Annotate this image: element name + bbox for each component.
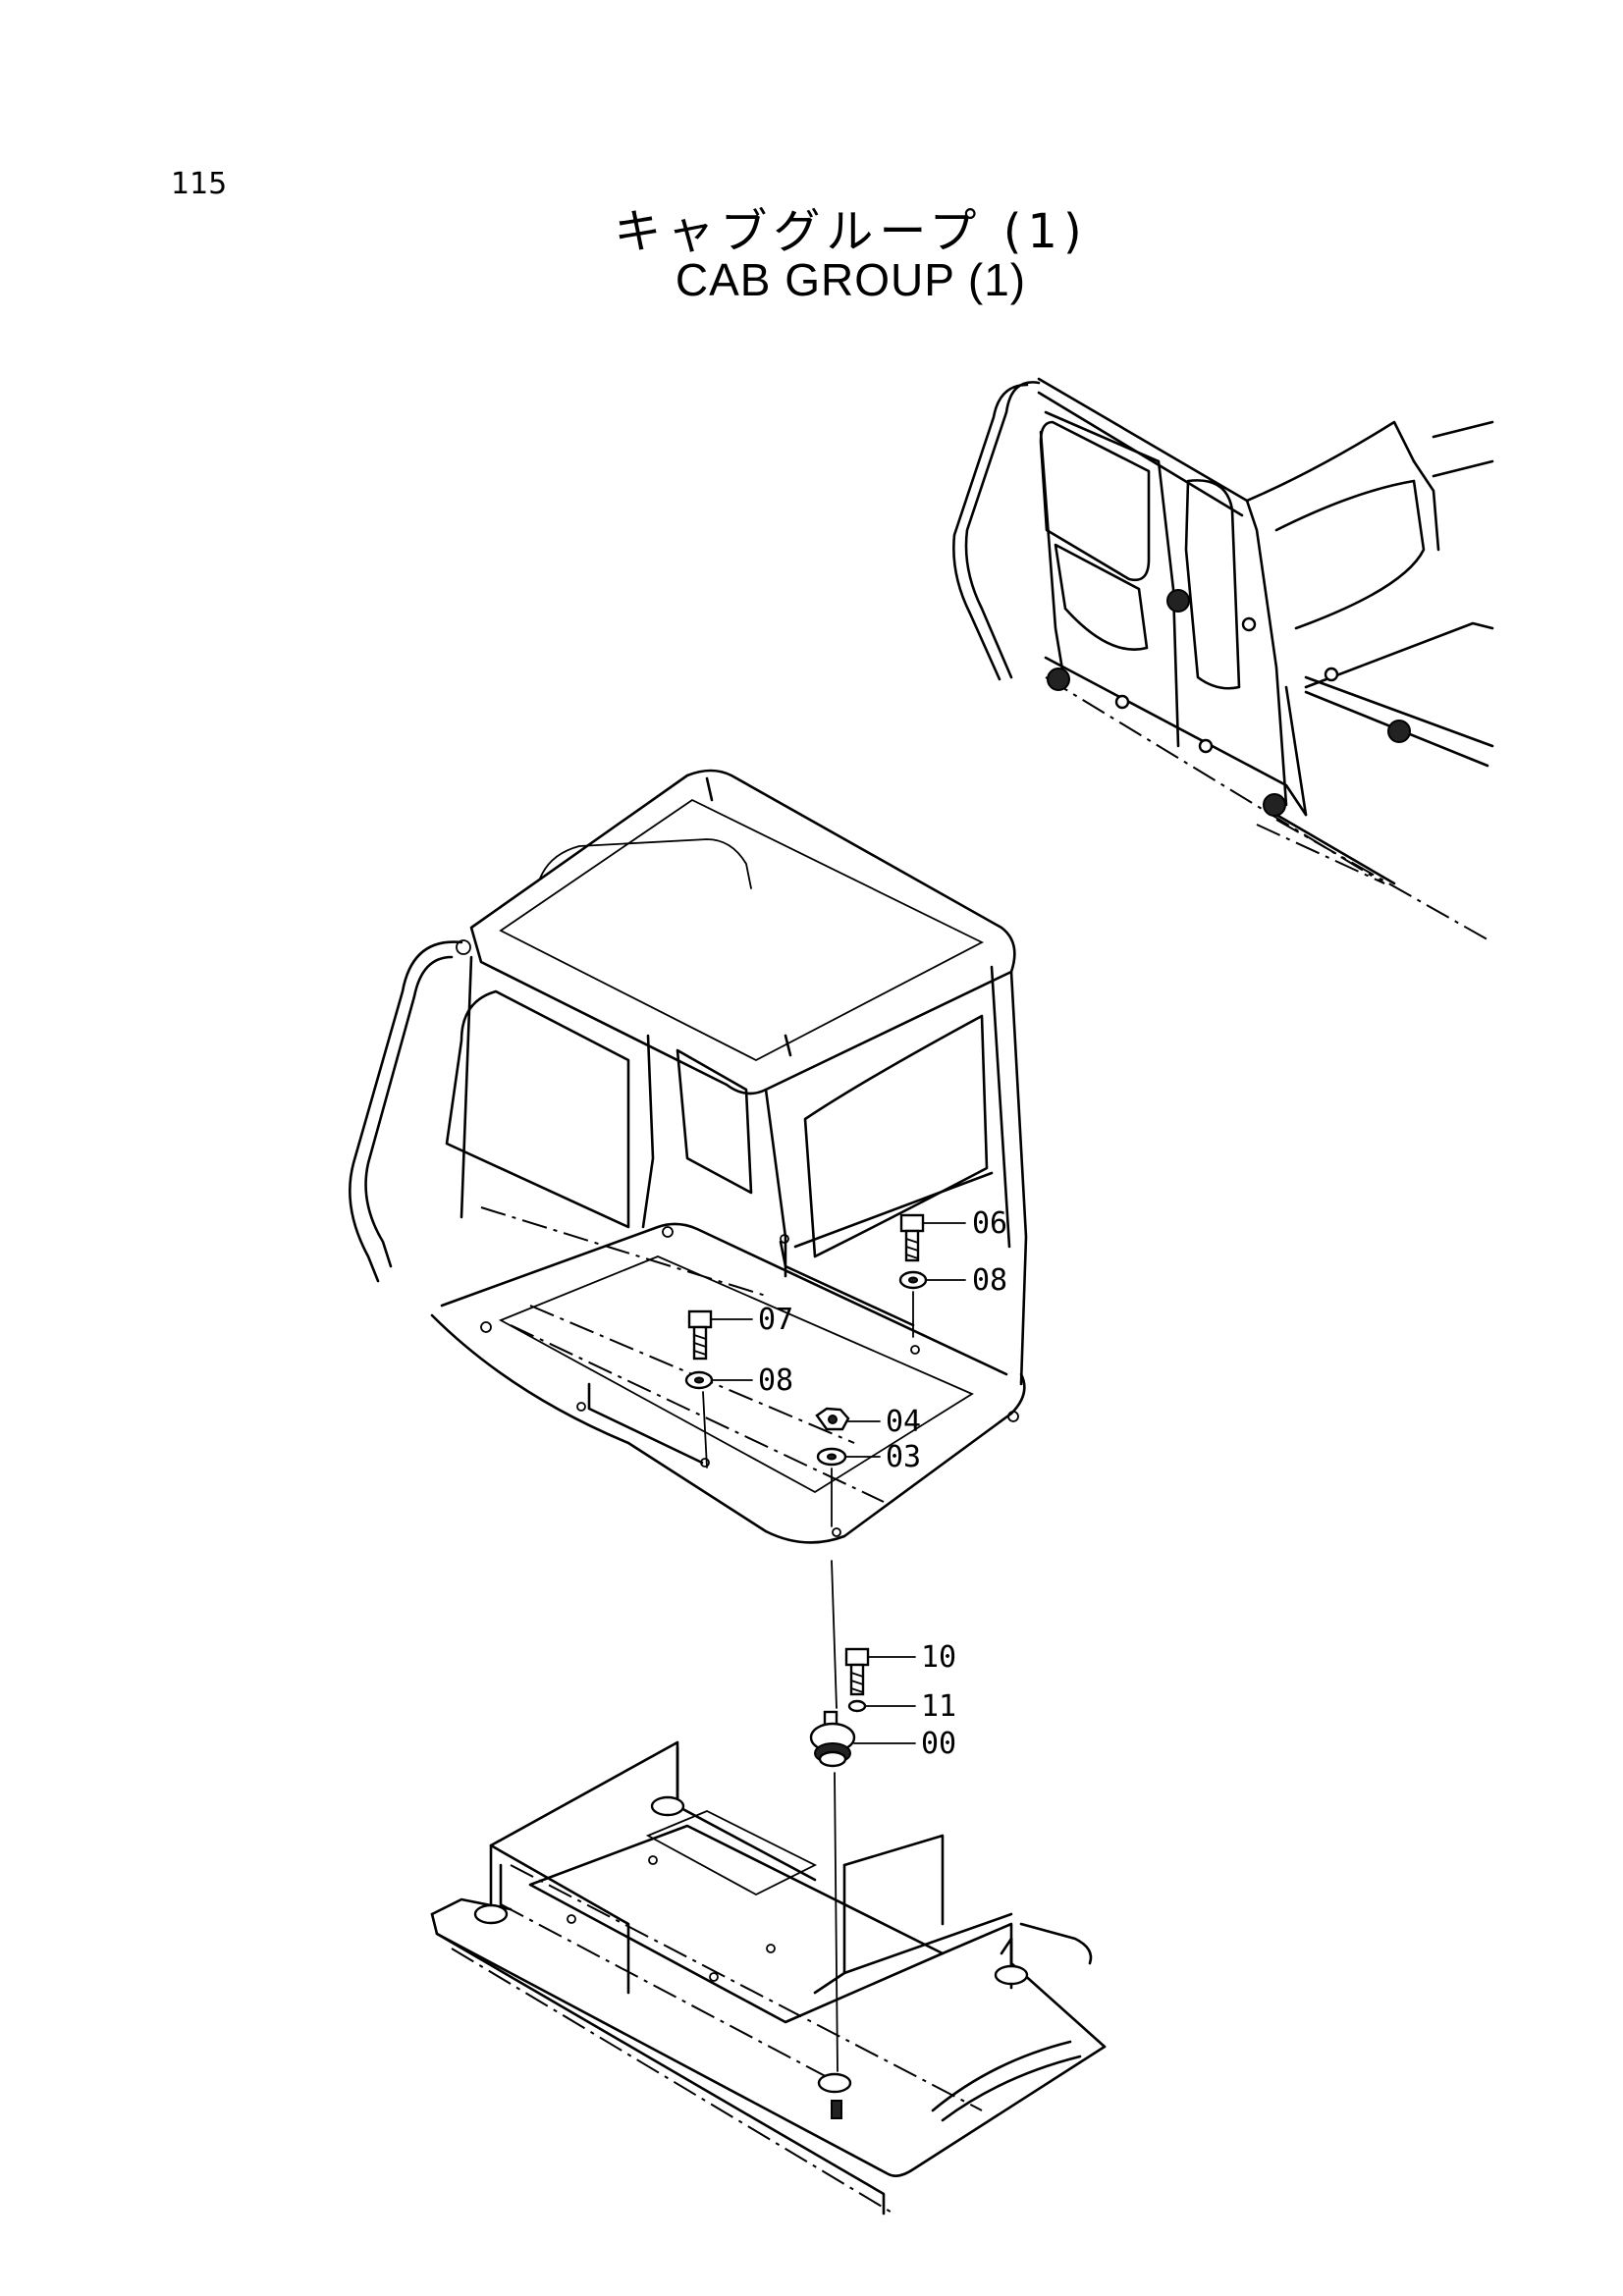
callout-07: 07 bbox=[758, 1303, 793, 1337]
bolt-06-icon bbox=[899, 1213, 966, 1262]
bolt-07-icon bbox=[687, 1309, 753, 1361]
callout-08-upper: 08 bbox=[972, 1263, 1007, 1298]
inset-cab-mounted-view bbox=[952, 377, 1494, 943]
cab-body bbox=[349, 769, 1028, 1544]
title-english: CAB GROUP (1) bbox=[675, 254, 1027, 305]
bolt-10-icon bbox=[831, 1560, 916, 1709]
callout-06: 06 bbox=[972, 1206, 1007, 1241]
washer-08-lower-icon bbox=[684, 1370, 753, 1468]
damper-mount-00-icon bbox=[809, 1710, 916, 2072]
callout-08-lower: 08 bbox=[758, 1363, 793, 1398]
title-japanese: キャブグループ (1) bbox=[614, 204, 1088, 259]
washer-08-upper-icon bbox=[898, 1270, 966, 1338]
callout-00: 00 bbox=[921, 1727, 956, 1761]
nut-04-icon bbox=[815, 1407, 881, 1431]
lock-washer-11-icon bbox=[847, 1699, 916, 1713]
page-number: 115 bbox=[171, 167, 228, 201]
callout-03: 03 bbox=[886, 1440, 921, 1474]
callout-10: 10 bbox=[921, 1640, 956, 1675]
washer-03-icon bbox=[816, 1447, 881, 1527]
callout-11: 11 bbox=[921, 1689, 956, 1724]
upper-frame bbox=[430, 1740, 1107, 2216]
callout-04: 04 bbox=[886, 1405, 921, 1439]
